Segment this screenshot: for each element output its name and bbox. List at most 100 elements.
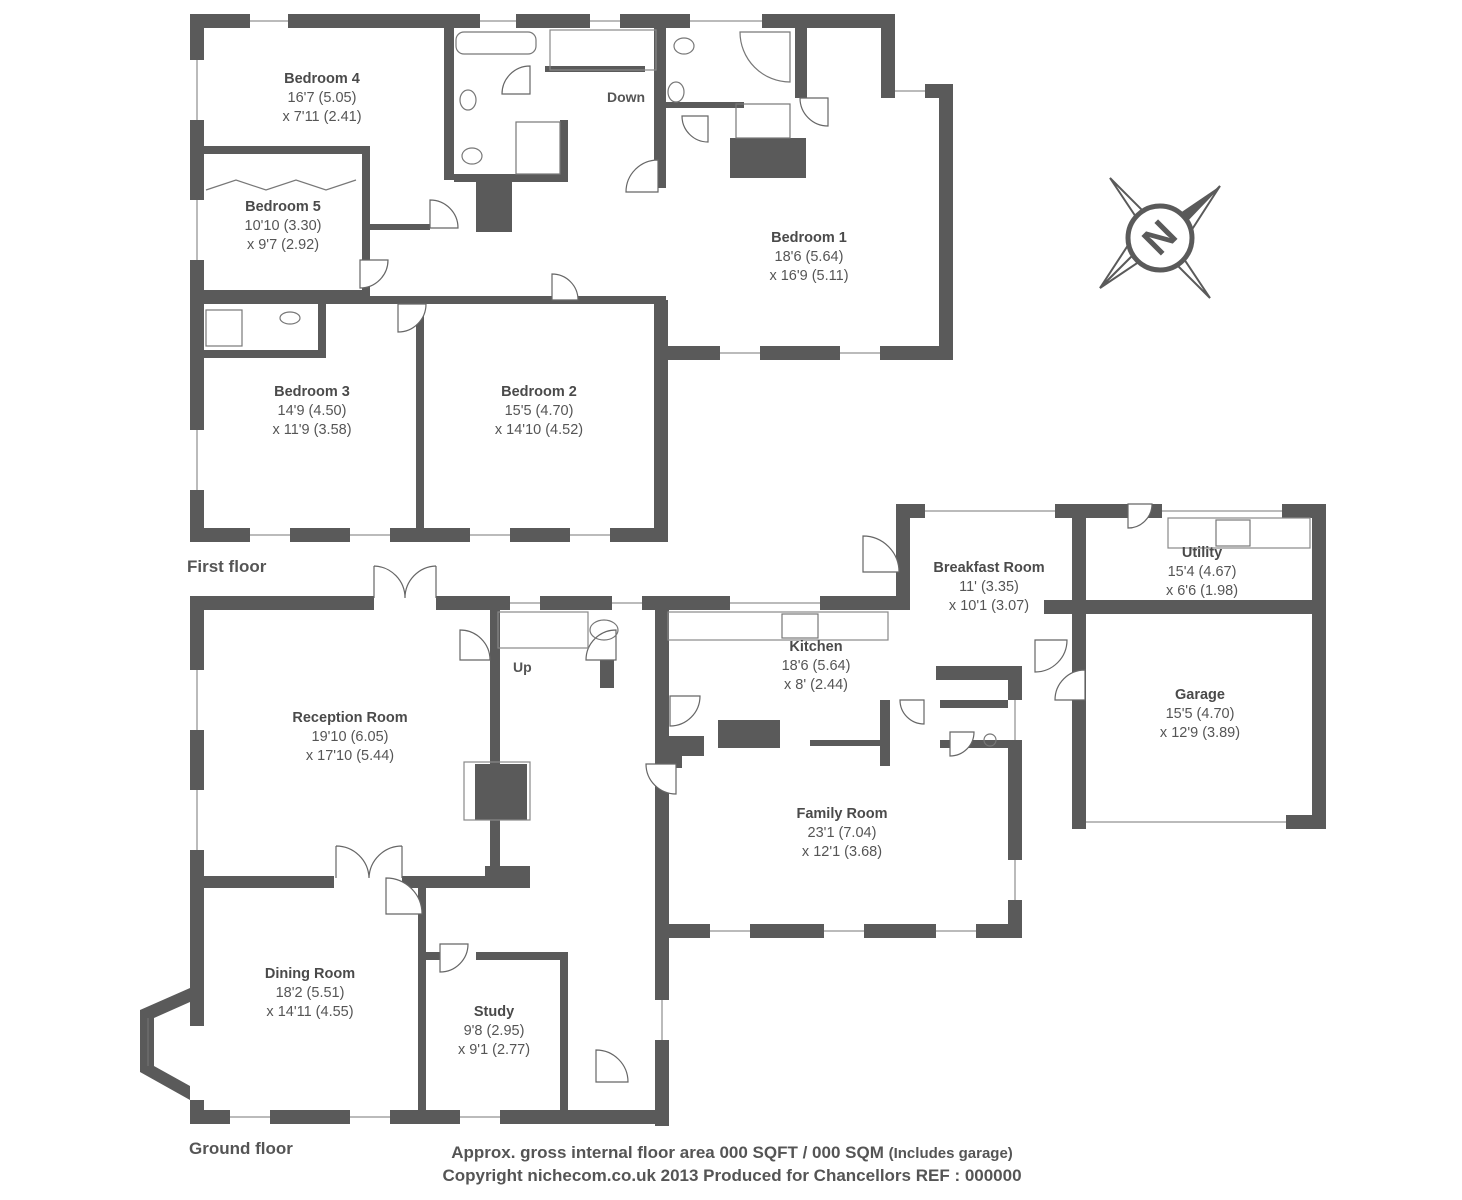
door-swing-2 bbox=[551, 273, 579, 301]
wall-2 bbox=[190, 528, 668, 542]
wall-57 bbox=[940, 700, 1020, 708]
wall-47 bbox=[426, 952, 446, 960]
door-swing-20 bbox=[949, 731, 975, 757]
shower-icon bbox=[515, 121, 561, 175]
door-swing-5 bbox=[799, 97, 829, 127]
wall-3 bbox=[654, 300, 668, 542]
fixtures bbox=[205, 29, 1311, 821]
footer-area: Approx. gross internal floor area 000 SQ… bbox=[451, 1143, 884, 1162]
wall-27 bbox=[436, 596, 910, 610]
wall-46 bbox=[418, 888, 426, 1118]
wall-34 bbox=[1072, 504, 1086, 614]
doors bbox=[335, 65, 1153, 1083]
french-doors-terrace bbox=[373, 565, 437, 599]
wall-14 bbox=[204, 350, 324, 358]
basin-icon bbox=[459, 89, 477, 111]
wall-48 bbox=[476, 952, 566, 960]
door-swing-15 bbox=[1034, 639, 1068, 673]
wall-17 bbox=[454, 174, 568, 182]
bay-window-wall bbox=[140, 988, 190, 1100]
footer-area-line: Approx. gross internal floor area 000 SQ… bbox=[451, 1143, 1013, 1163]
toilet-icon-2 bbox=[673, 37, 695, 55]
wall-26 bbox=[190, 596, 374, 610]
wall-24 bbox=[545, 66, 645, 72]
wall-19 bbox=[476, 182, 512, 232]
utility-sink-icon bbox=[1215, 519, 1251, 547]
wall-6 bbox=[939, 84, 953, 360]
door-swing-19 bbox=[899, 699, 925, 725]
bath-icon bbox=[455, 31, 537, 55]
wall-28 bbox=[896, 504, 910, 604]
door-swing-11 bbox=[645, 763, 677, 795]
boiler-icon bbox=[983, 733, 997, 747]
wall-56 bbox=[880, 700, 890, 766]
kitchen-worktop bbox=[667, 611, 889, 641]
door-swing-7 bbox=[681, 115, 709, 143]
toilet-icon-3 bbox=[589, 619, 619, 641]
wall-53 bbox=[668, 736, 682, 768]
door-swing-6 bbox=[501, 65, 531, 95]
stairs-up-label: Up bbox=[513, 659, 532, 675]
wall-9 bbox=[362, 146, 370, 294]
stairs-first-floor bbox=[549, 29, 657, 71]
wall-16 bbox=[444, 28, 454, 180]
wall-0 bbox=[190, 14, 895, 28]
basin-icon-2 bbox=[667, 81, 685, 103]
wall-21 bbox=[664, 102, 744, 108]
basin-icon-3 bbox=[279, 311, 301, 325]
fireplace-hearth bbox=[463, 761, 531, 821]
stairs-ground-floor bbox=[497, 611, 589, 649]
wall-51 bbox=[485, 866, 530, 888]
corner-bath-icon bbox=[739, 31, 791, 83]
wall-18 bbox=[560, 120, 568, 180]
shower-icon-2 bbox=[735, 103, 791, 139]
wall-4 bbox=[881, 14, 895, 98]
walls bbox=[140, 14, 1326, 1126]
kitchen-sink-icon bbox=[781, 613, 819, 639]
north-compass-icon: N bbox=[1099, 177, 1221, 299]
wall-13 bbox=[416, 304, 424, 534]
wall-49 bbox=[560, 952, 568, 1112]
door-swing-10 bbox=[669, 695, 701, 727]
wall-22 bbox=[730, 138, 806, 178]
wall-32 bbox=[1072, 600, 1086, 829]
wall-36 bbox=[190, 896, 204, 1026]
door-swing-12 bbox=[385, 877, 423, 915]
wall-33 bbox=[1072, 600, 1326, 614]
wall-12 bbox=[412, 296, 666, 304]
ground-floor-title: Ground floor bbox=[189, 1139, 293, 1158]
wall-39 bbox=[655, 610, 669, 1126]
footer-area-note: (Includes garage) bbox=[888, 1145, 1013, 1162]
door-swing-8 bbox=[459, 629, 491, 661]
wall-54 bbox=[718, 720, 780, 748]
wall-30 bbox=[1312, 504, 1326, 829]
wall-7 bbox=[668, 346, 953, 360]
toilet-icon bbox=[461, 147, 483, 165]
footer-copyright: Copyright nichecom.co.uk 2013 Produced f… bbox=[442, 1166, 1022, 1185]
door-swing-0 bbox=[429, 199, 459, 229]
wardrobe-doors-icon bbox=[205, 179, 357, 191]
wall-15 bbox=[318, 304, 326, 358]
wall-42 bbox=[936, 666, 1022, 680]
wall-11 bbox=[204, 296, 420, 304]
wall-43 bbox=[1044, 600, 1072, 614]
door-swing-14 bbox=[595, 1049, 629, 1083]
wall-44 bbox=[204, 876, 334, 888]
utility-worktop bbox=[1167, 517, 1311, 549]
wall-55 bbox=[810, 740, 886, 746]
first-floor-title: First floor bbox=[187, 557, 267, 576]
door-swing-9 bbox=[585, 629, 617, 661]
wall-1 bbox=[190, 14, 204, 542]
